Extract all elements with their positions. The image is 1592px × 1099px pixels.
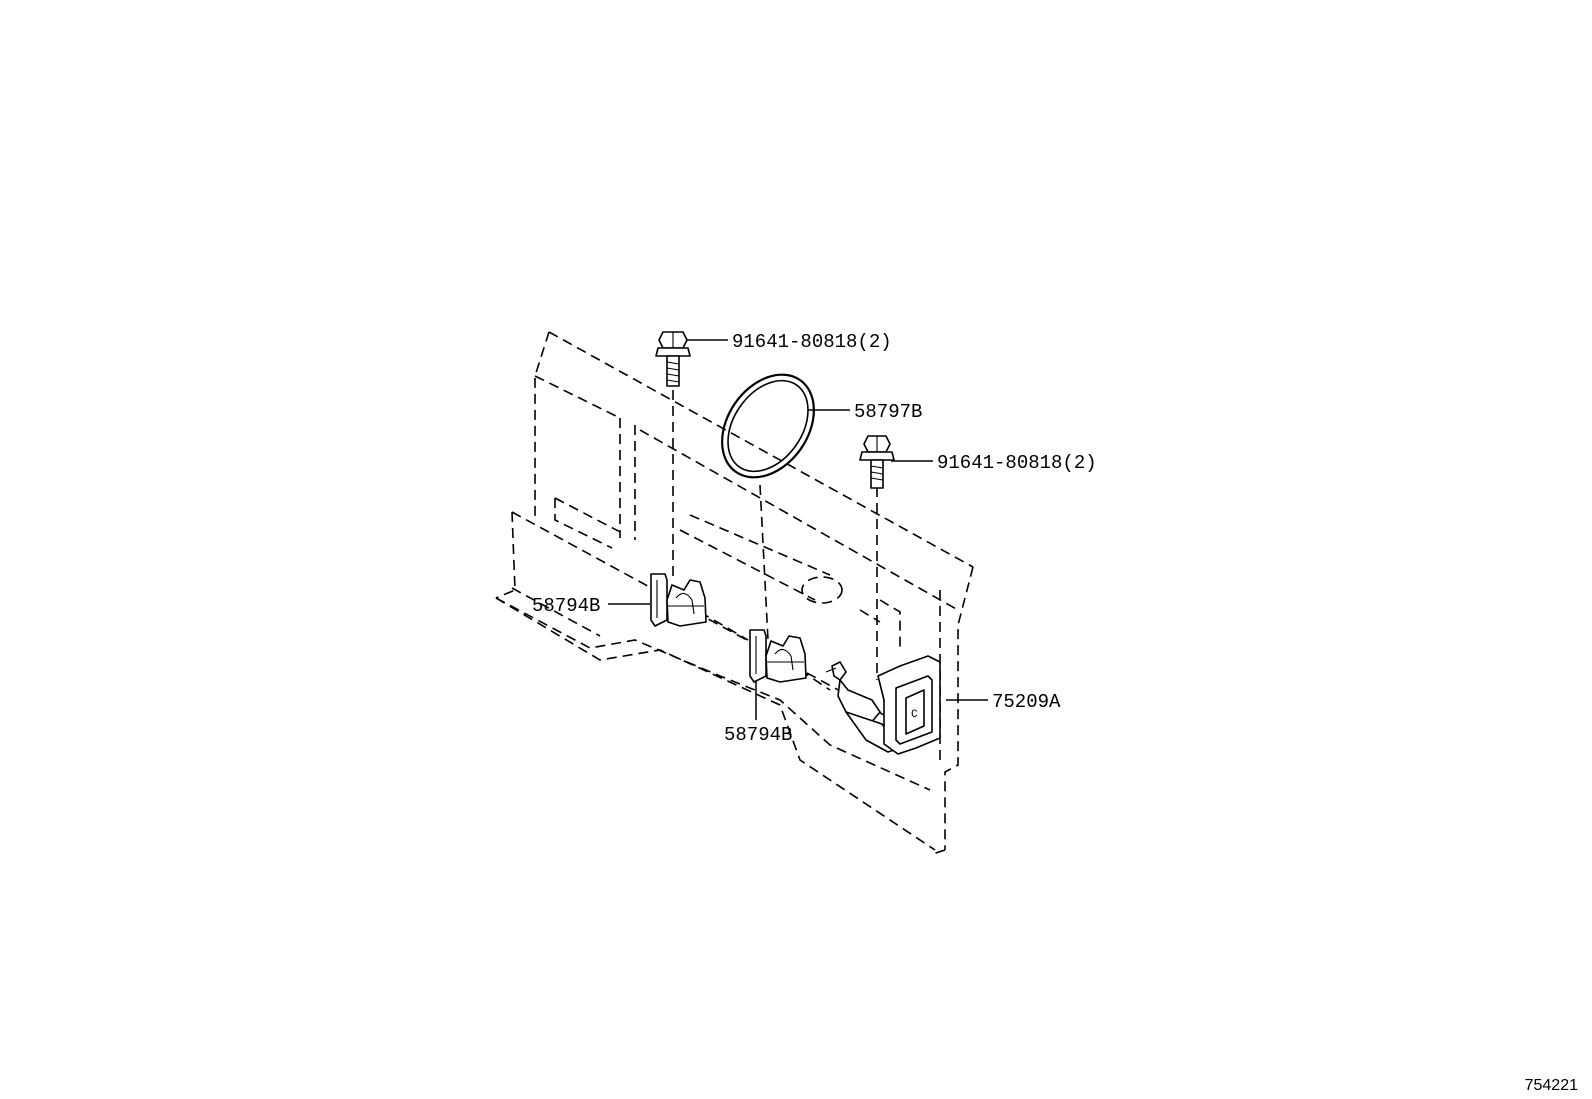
bracket-marking: C: [911, 709, 918, 721]
bolt-upper: [655, 331, 691, 387]
bracket-assembly: C: [825, 655, 941, 755]
leader-lines: [608, 339, 988, 720]
figure-number: 754221: [1525, 1077, 1578, 1094]
callout-ring: 58797B: [854, 401, 922, 423]
bolt-right: [859, 435, 895, 489]
clip-middle: [749, 629, 807, 683]
callout-bracket: 75209A: [992, 691, 1061, 713]
callout-clip-left: 58794B: [532, 595, 600, 617]
clip-left: [650, 573, 707, 627]
seal-ring: [721, 373, 815, 479]
callout-bolt-right: 91641-80818(2): [937, 452, 1097, 474]
callout-clip-middle: 58794B: [724, 724, 792, 746]
callout-bolt-upper: 91641-80818(2): [732, 331, 892, 353]
